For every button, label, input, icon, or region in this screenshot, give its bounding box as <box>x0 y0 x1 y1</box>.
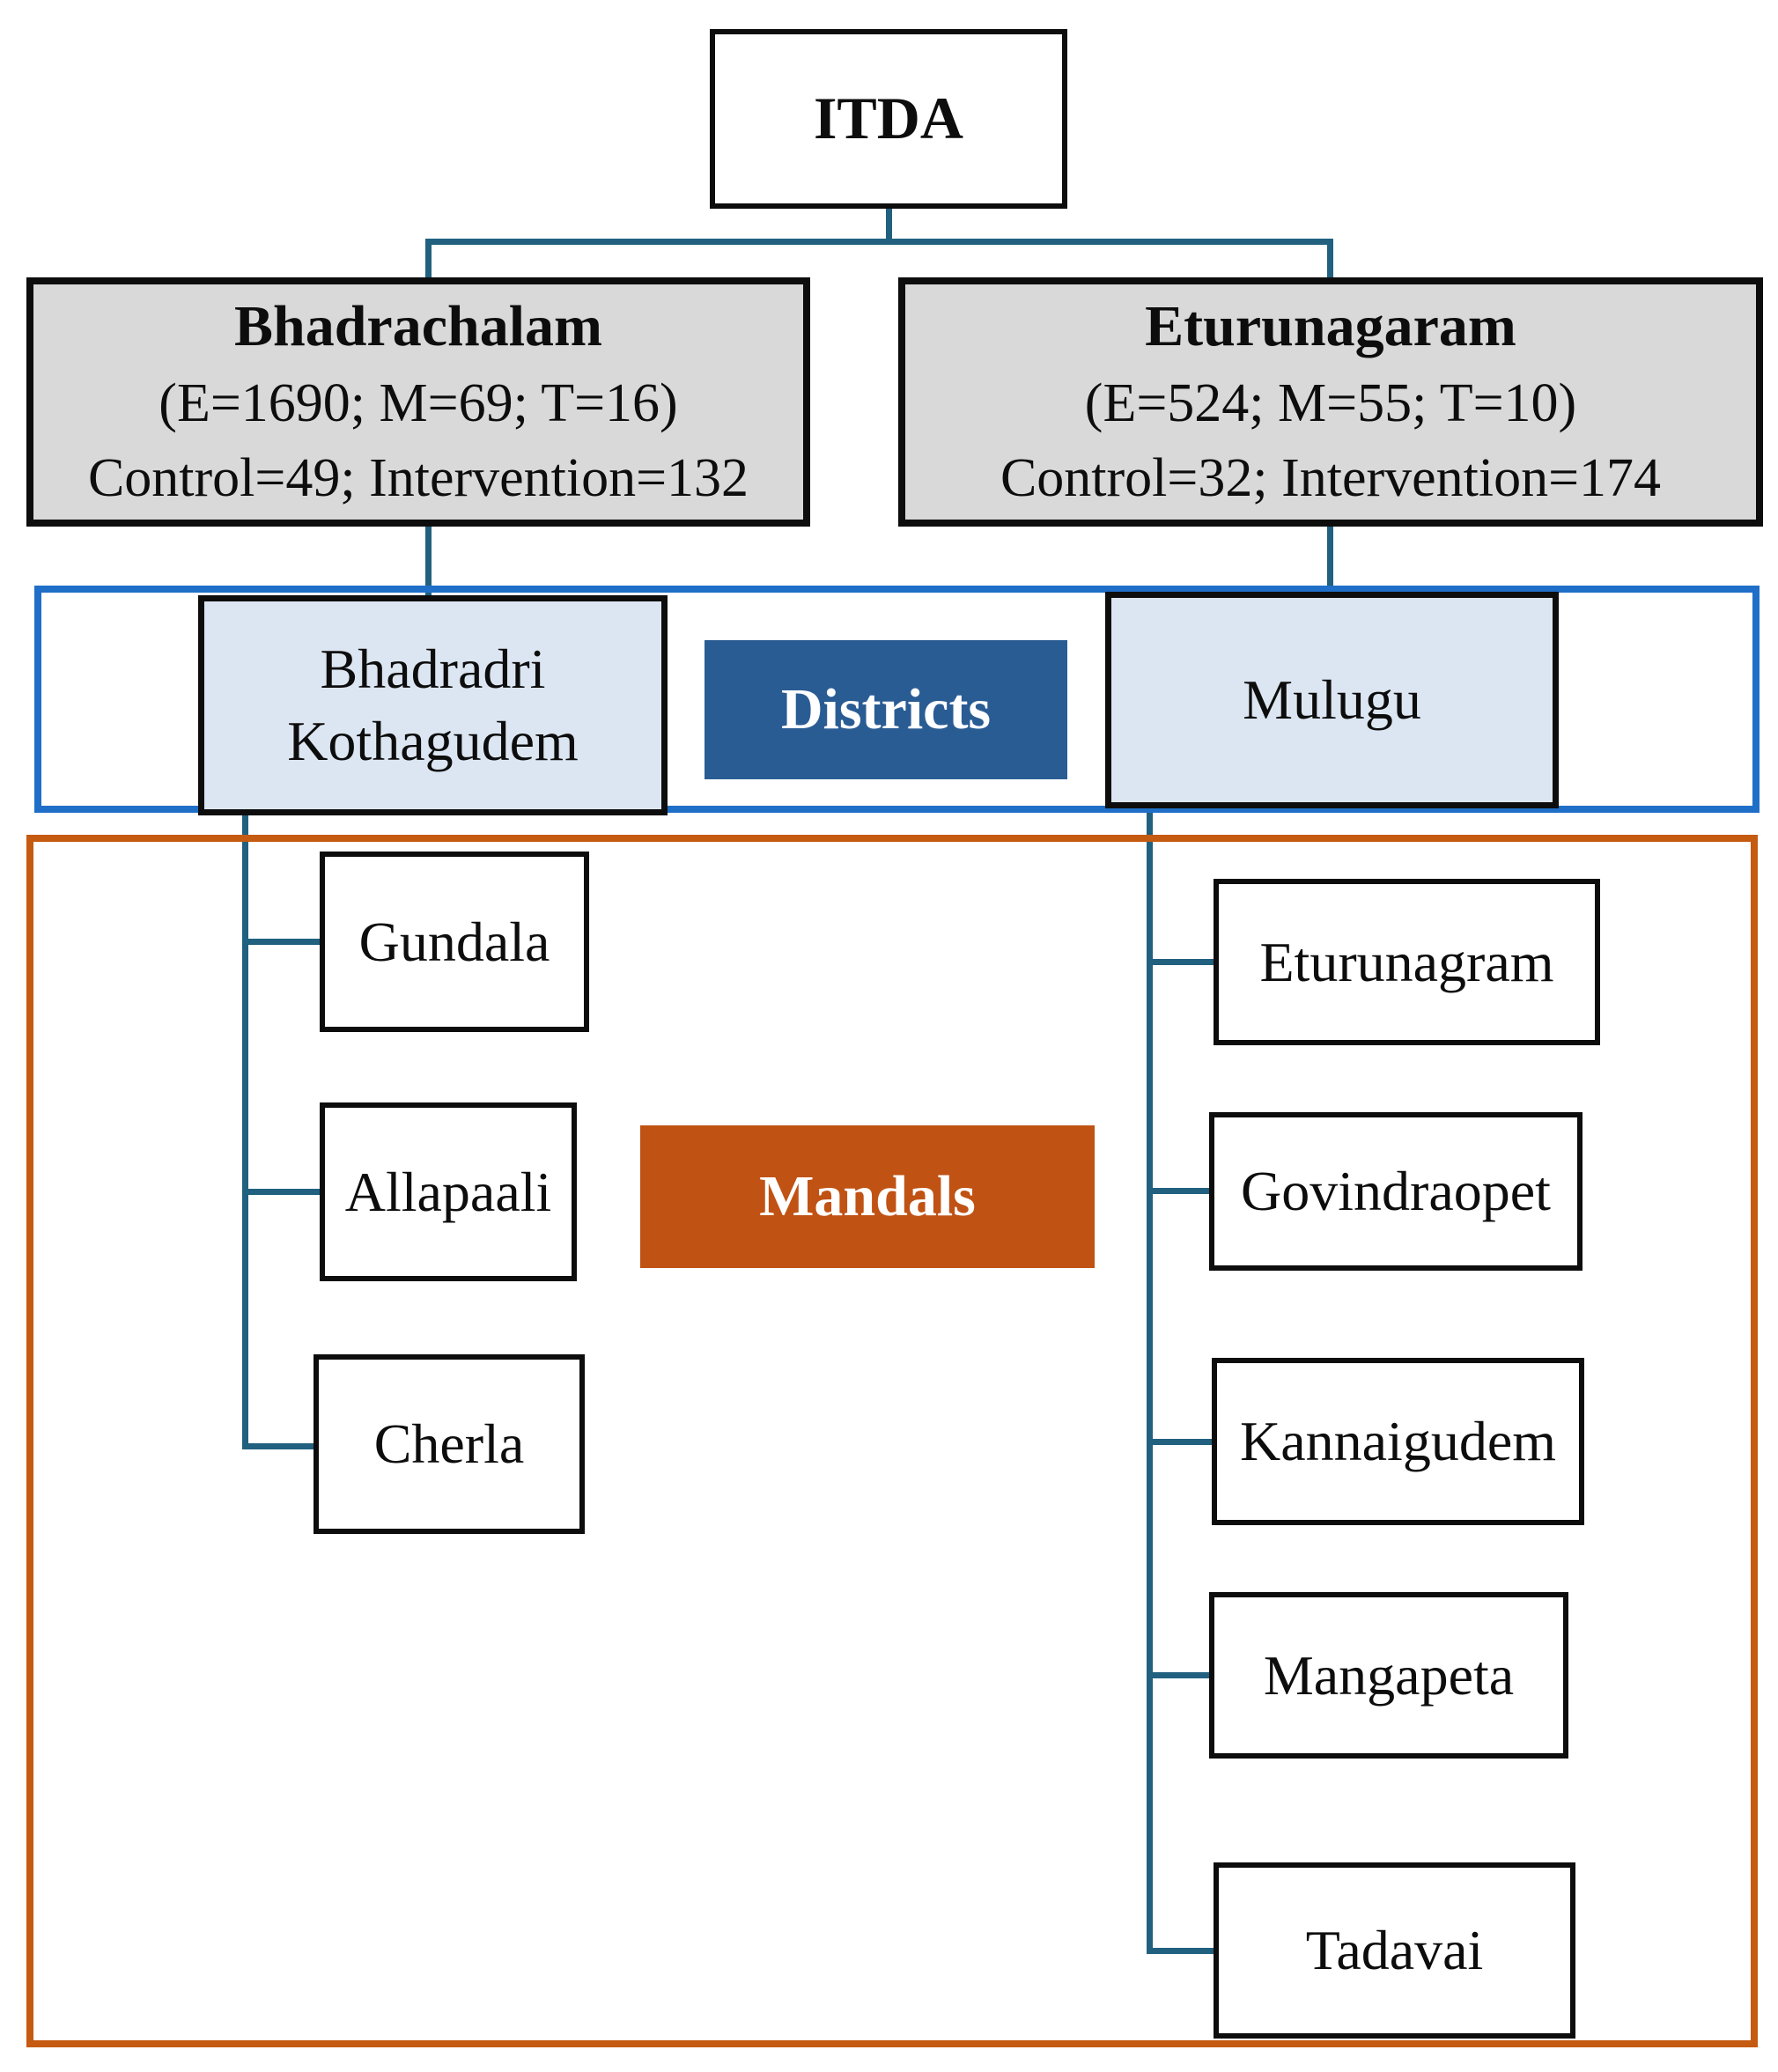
mandal-cherla-label: Cherla <box>373 1412 525 1476</box>
connector-branch-eturunagram <box>1147 959 1217 965</box>
mandals-band-label: Mandals <box>640 1125 1095 1268</box>
connector-branch-tadavai <box>1147 1948 1217 1954</box>
districts-band <box>34 586 1760 813</box>
connector-drop-eturunagaram <box>1327 239 1333 281</box>
connector-eturunagaram-to-district <box>1327 525 1333 595</box>
connector-branch-allapaali <box>242 1189 323 1195</box>
mandal-box-mangapeta: Mangapeta <box>1209 1592 1568 1759</box>
mandal-allapaali-label: Allapaali <box>344 1160 552 1223</box>
connector-bhadrachalam-to-district <box>425 525 432 599</box>
mandal-box-gundala: Gundala <box>320 852 589 1032</box>
mandal-gundala-label: Gundala <box>358 910 550 973</box>
mandal-box-eturunagram: Eturunagram <box>1214 879 1600 1045</box>
connector-left-trunk <box>242 812 248 1449</box>
mandals-band <box>26 835 1758 2047</box>
connector-branch-cherla <box>242 1443 317 1449</box>
mandal-eturunagram-label: Eturunagram <box>1259 930 1554 993</box>
mandal-box-govindraopet: Govindraopet <box>1209 1112 1582 1271</box>
mandal-govindraopet-label: Govindraopet <box>1241 1160 1551 1223</box>
mandal-box-cherla: Cherla <box>314 1354 585 1534</box>
bhadrachalam-enrollment: (E=1690; M=69; T=16) <box>159 372 678 433</box>
eturunagaram-box: Eturunagaram (E=524; M=55; T=10) Control… <box>898 277 1763 527</box>
connector-drop-bhadrachalam <box>425 239 432 281</box>
mandal-kannaigudem-label: Kannaigudem <box>1240 1410 1556 1473</box>
bhadrachalam-name: Bhadrachalam <box>233 294 603 359</box>
bhadrachalam-box: Bhadrachalam (E=1690; M=69; T=16) Contro… <box>26 277 810 527</box>
district-bhadradri-kothagudem-label: Bhadradri Kothagudem <box>287 638 579 772</box>
eturunagaram-enrollment: (E=524; M=55; T=10) <box>1084 372 1577 433</box>
district-box-mulugu: Mulugu <box>1105 592 1559 808</box>
mandal-mangapeta-label: Mangapeta <box>1263 1643 1515 1707</box>
connector-right-trunk <box>1147 805 1153 1954</box>
districts-band-label-text: Districts <box>780 677 992 741</box>
connector-branch-kannaigudem <box>1147 1439 1215 1445</box>
districts-band-label: Districts <box>705 640 1067 779</box>
mandal-tadavai-label: Tadavai <box>1305 1919 1484 1982</box>
itda-root-box: ITDA <box>710 29 1067 209</box>
bhadrachalam-allocation: Control=49; Intervention=132 <box>87 448 749 509</box>
mandal-box-kannaigudem: Kannaigudem <box>1212 1358 1584 1525</box>
connector-itda-down <box>886 209 892 245</box>
connector-top-horizontal <box>425 239 1333 245</box>
connector-branch-govindraopet <box>1147 1188 1213 1194</box>
mandal-box-tadavai: Tadavai <box>1214 1862 1575 2039</box>
mandals-band-label-text: Mandals <box>759 1164 976 1228</box>
eturunagaram-allocation: Control=32; Intervention=174 <box>1000 448 1662 509</box>
district-box-bhadradri-kothagudem: Bhadradri Kothagudem <box>198 595 668 815</box>
mandal-box-allapaali: Allapaali <box>320 1102 577 1281</box>
itda-root-label: ITDA <box>813 85 964 152</box>
eturunagaram-name: Eturunagaram <box>1145 294 1516 359</box>
connector-branch-gundala <box>242 939 323 945</box>
connector-branch-mangapeta <box>1147 1672 1213 1678</box>
district-mulugu-label: Mulugu <box>1243 668 1421 732</box>
